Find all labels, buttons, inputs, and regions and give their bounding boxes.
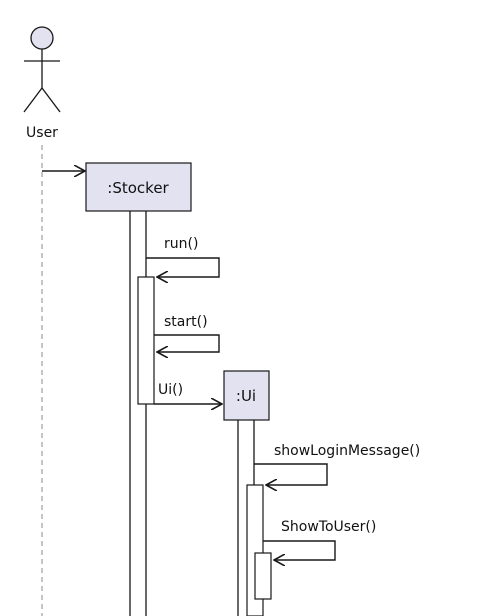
message-run-arrow	[146, 257, 220, 277]
actor-right-leg	[41, 87, 61, 113]
actor-head	[30, 26, 54, 50]
message-show-login-label: showLoginMessage()	[274, 443, 420, 459]
message-start: start()	[154, 314, 220, 352]
message-show-to-user-arrow	[263, 540, 336, 560]
stocker-label: :Stocker	[107, 179, 169, 197]
ui-label: :Ui	[236, 387, 256, 405]
stocker-participant: :Stocker	[85, 162, 192, 212]
message-run-label: run()	[164, 236, 198, 252]
message-show-to-user-label: ShowToUser()	[281, 519, 376, 535]
message-ui-create: Ui()	[154, 382, 222, 404]
message-show-login-arrow	[254, 463, 328, 485]
ui-participant: :Ui	[223, 370, 270, 421]
message-ui-create-label: Ui()	[158, 382, 183, 398]
actor-label: User	[26, 125, 58, 141]
stocker-activation	[137, 276, 155, 405]
message-show-login: showLoginMessage()	[254, 443, 420, 485]
stocker-box	[85, 162, 192, 212]
message-show-to-user: ShowToUser()	[263, 519, 376, 560]
actor-left-leg	[23, 87, 43, 113]
ui-nested-activation	[254, 552, 272, 600]
ui-box	[223, 370, 270, 421]
message-start-arrow	[154, 334, 220, 352]
message-run: run()	[146, 236, 220, 277]
message-start-label: start()	[164, 314, 208, 330]
user-actor: User	[23, 26, 61, 141]
